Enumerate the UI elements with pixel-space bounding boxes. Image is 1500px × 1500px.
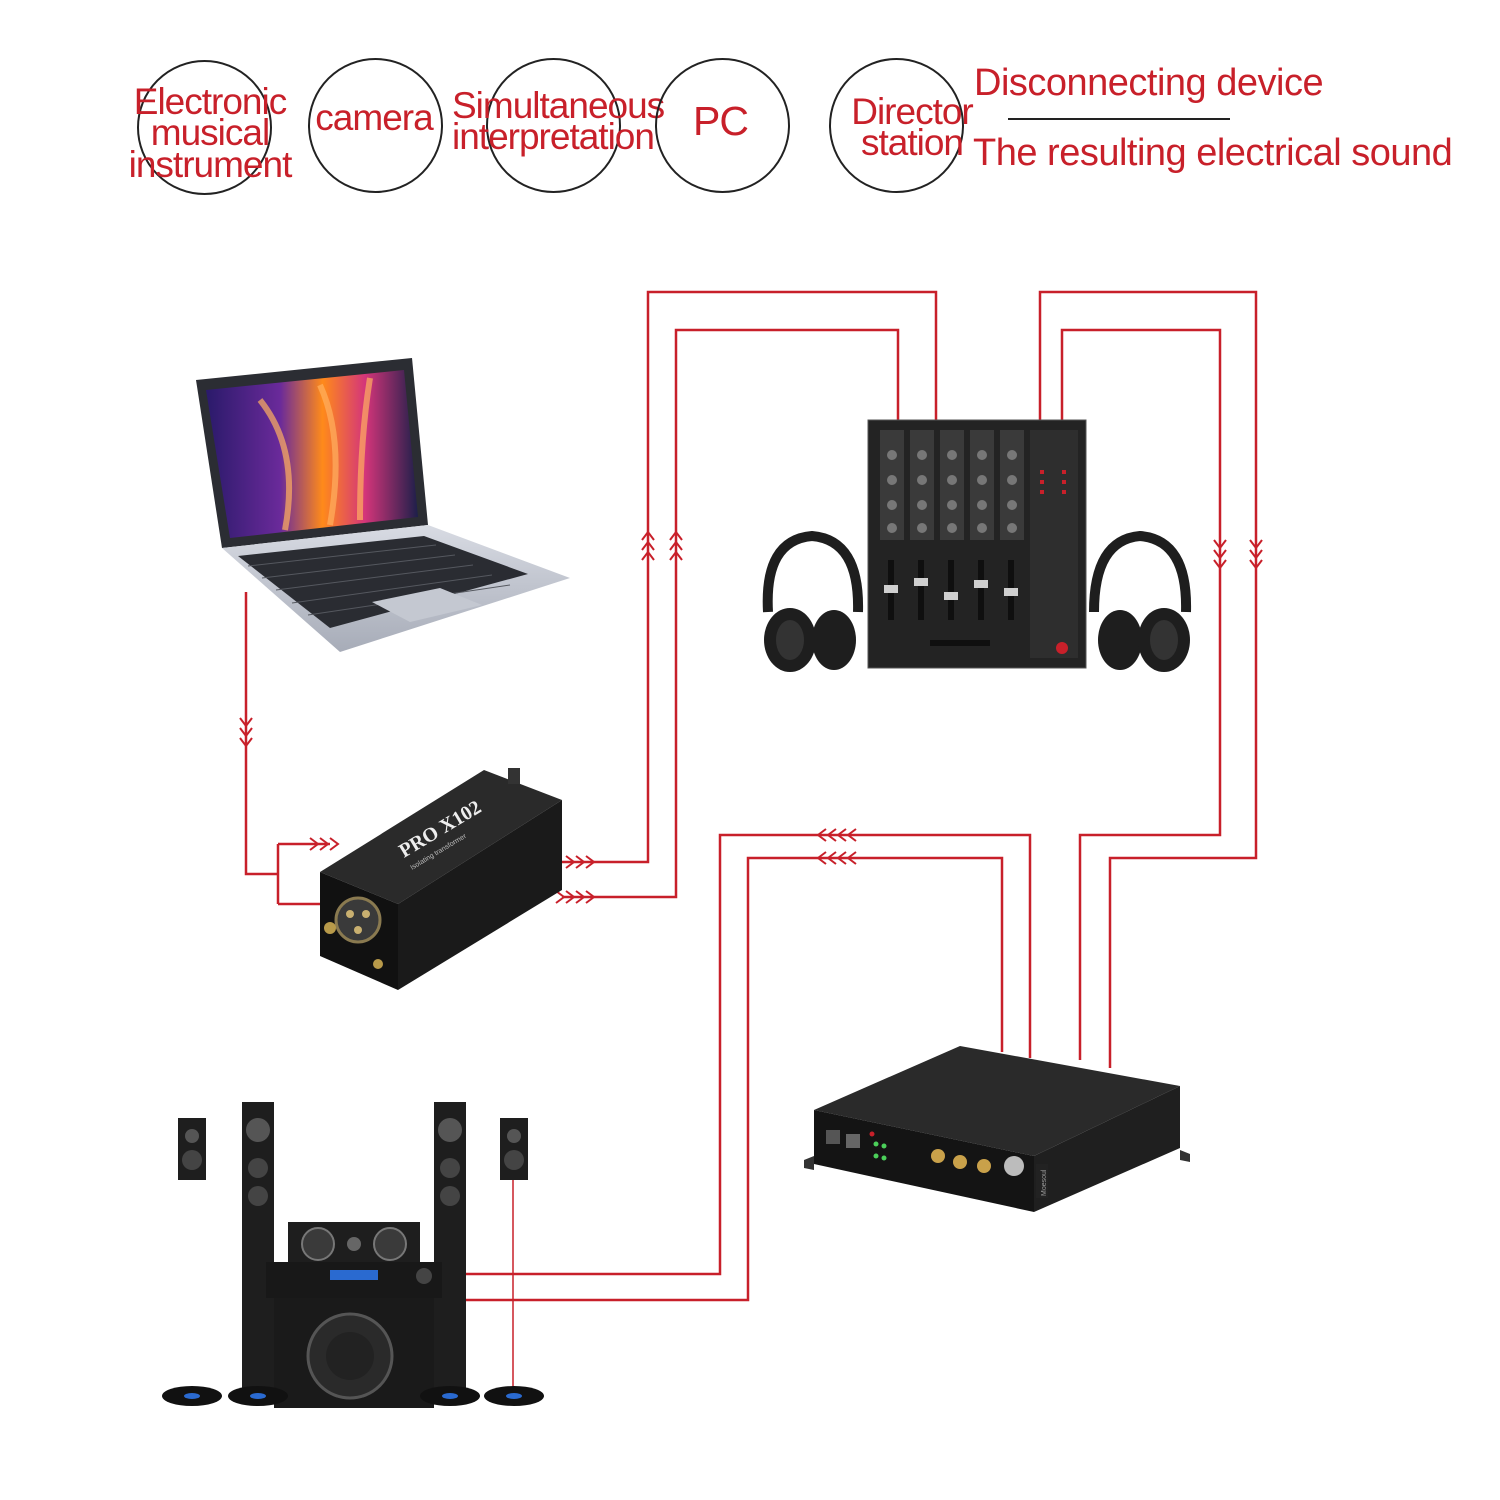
circle-director-station (829, 58, 964, 193)
isolator-knob (508, 768, 520, 784)
laptop-screen-waves (257, 377, 373, 531)
wire-laptop-to-isolator (244, 592, 278, 876)
dj-mixer (867, 419, 1087, 669)
laptop-screen (206, 370, 418, 538)
receiver-top (814, 1046, 1180, 1156)
caption-disconnecting-device: Disconnecting device (974, 62, 1324, 104)
laptop (196, 358, 570, 652)
speaker-tower-right (434, 1102, 466, 1392)
speaker-base-lights (184, 1393, 522, 1399)
arrow-left-speakers-b (816, 851, 857, 865)
signal-wires (244, 290, 1258, 1400)
label-camera: camera (315, 97, 433, 138)
circle-pc (655, 58, 790, 193)
headphones-right (1089, 530, 1192, 672)
mixer-power-button (1056, 642, 1068, 654)
laptop-touchpad (372, 588, 482, 622)
circle-electronic-musical-instrument (137, 60, 272, 195)
subwoofer (274, 1298, 434, 1408)
speaker-satellite-right (500, 1118, 528, 1180)
circle-simultaneous-interpretation (486, 58, 621, 193)
wire-mixer-to-receiver-a (1038, 290, 1258, 1068)
receiver-usb-port (846, 1134, 860, 1148)
headphones-left (762, 530, 864, 672)
mixer-vu-meter (1040, 470, 1066, 494)
mixer-fader-caps (884, 578, 1018, 600)
arrow-left-speakers-a (816, 828, 857, 842)
receiver-rca-jacks (931, 1149, 991, 1173)
mixer-knobs (887, 450, 1017, 533)
wire-isolator-to-mixer-a (562, 290, 938, 864)
isolator-device (320, 768, 562, 990)
label-electronic-musical-instrument: Electronic musical instrument (128, 81, 293, 185)
receiver-brand-label: Moesoul (1041, 1169, 1048, 1196)
arrow-up-mixer-b (669, 530, 683, 561)
receiver-box (804, 1046, 1190, 1212)
speaker-satellite-left (178, 1118, 206, 1180)
direction-arrows (239, 530, 1263, 904)
laptop-key-rows (247, 544, 511, 616)
receiver-front (814, 1110, 1034, 1212)
receiver-mount-right (1180, 1150, 1190, 1162)
speaker-tower-left (242, 1102, 274, 1392)
receiver-led-red (869, 1131, 875, 1137)
wire-receiver-to-speakers-b (466, 856, 1004, 1302)
av-receiver (266, 1262, 442, 1298)
mixer-master-section (1030, 430, 1078, 658)
isolator-side (398, 800, 562, 990)
receiver-brand-plate (1036, 1164, 1048, 1198)
arrow-right-isolator-in (309, 837, 340, 851)
caption-resulting-electrical-sound: The resulting electrical sound (973, 132, 1453, 174)
wire-receiver-to-speakers-a (466, 833, 1032, 1276)
receiver-volume-knob (1004, 1156, 1024, 1176)
receiver-mount-left (804, 1156, 814, 1170)
receiver-side (1034, 1086, 1180, 1212)
mixer-crossfader (930, 640, 990, 646)
speaker-system (162, 1102, 544, 1408)
arrow-right-isolator-out-a (565, 855, 596, 869)
isolator-ground-screw (324, 922, 336, 934)
arrow-down-receiver-a (1213, 539, 1227, 570)
speaker-center (288, 1222, 420, 1268)
wire-mixer-to-receiver-b (1060, 328, 1222, 1060)
label-pc: PC (693, 98, 749, 144)
arrow-down-receiver-b (1249, 539, 1263, 570)
arrow-down-laptop (239, 717, 253, 748)
circle-camera (308, 58, 443, 193)
label-simultaneous-interpretation: Simultaneous interpretation (452, 85, 665, 158)
arrow-up-mixer-a (641, 530, 655, 561)
receiver-leds (873, 1141, 887, 1161)
isolator-top (320, 770, 562, 904)
caption-divider (1008, 118, 1230, 120)
arrow-right-isolator-out-b (555, 890, 596, 904)
wire-isolator-to-mixer-b (562, 328, 900, 899)
label-director-station: Director station (851, 91, 974, 164)
receiver-dc-port (826, 1130, 840, 1144)
isolator-xlr-connector (334, 896, 382, 944)
